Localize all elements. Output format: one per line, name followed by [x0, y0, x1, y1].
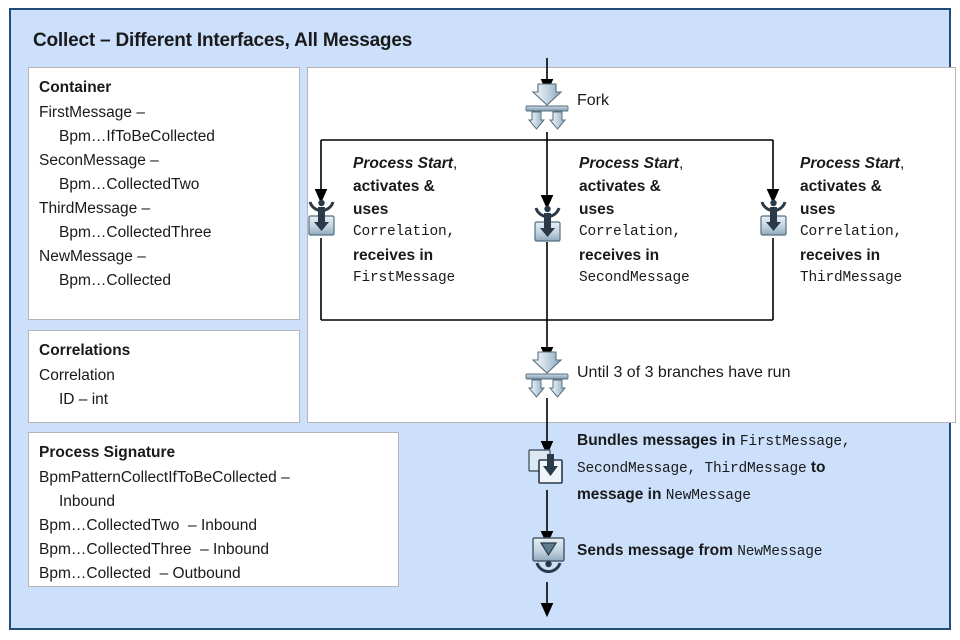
panel-process-signature-heading: Process Signature: [39, 444, 176, 461]
bundle-line1-text: Bundles messages in: [577, 432, 740, 449]
list-item: Bpm…CollectedTwo – Inbound: [39, 517, 257, 535]
list-item: Bpm…Collected: [59, 272, 171, 290]
list-item: Bpm…CollectedThree: [59, 224, 212, 242]
list-item: Bpm…CollectedThree – Inbound: [39, 541, 270, 559]
bundle-line3-mono: NewMessage: [665, 488, 751, 504]
bundle-messages-icon: [528, 449, 563, 484]
diagram-frame: Collect – Different Interfaces, All Mess…: [9, 8, 956, 630]
list-item: ThirdMessage –: [39, 200, 151, 218]
list-item: SeconMessage –: [39, 152, 159, 170]
bundle-label: Bundles messages in FirstMessage, Second…: [577, 428, 960, 509]
panel-container-heading: Container: [39, 79, 112, 96]
send-label-mono: NewMessage: [737, 544, 823, 560]
send-label: Sends message from NewMessage: [577, 538, 960, 565]
send-label-text: Sends message from: [577, 542, 738, 559]
list-item: Bpm…IfToBeCollected: [59, 128, 215, 146]
panel-correlations: Correlations Correlation ID – int: [28, 330, 300, 423]
panel-flow-canvas: [307, 67, 956, 423]
page-title: Collect – Different Interfaces, All Mess…: [33, 30, 413, 51]
bundle-line1-mono: FirstMessage,: [739, 434, 851, 450]
bundle-line2-text: to: [806, 459, 826, 476]
list-item: Inbound: [59, 493, 116, 511]
list-item: BpmPatternCollectIfToBeCollected –: [39, 469, 290, 487]
list-item: Bpm…Collected – Outbound: [39, 565, 241, 583]
list-item: Correlation: [39, 367, 115, 385]
bundle-line3-text: message in: [577, 486, 666, 503]
list-item: ID – int: [59, 391, 109, 409]
panel-correlations-heading: Correlations: [39, 342, 131, 359]
panel-process-signature: Process Signature BpmPatternCollectIfToB…: [28, 432, 399, 587]
bundle-line2-mono: SecondMessage, ThirdMessage: [577, 461, 807, 477]
panel-container: Container FirstMessage – Bpm…IfToBeColle…: [28, 67, 300, 320]
list-item: NewMessage –: [39, 248, 146, 266]
list-item: Bpm…CollectedTwo: [59, 176, 200, 194]
send-message-icon: [532, 537, 565, 573]
list-item: FirstMessage –: [39, 104, 145, 122]
